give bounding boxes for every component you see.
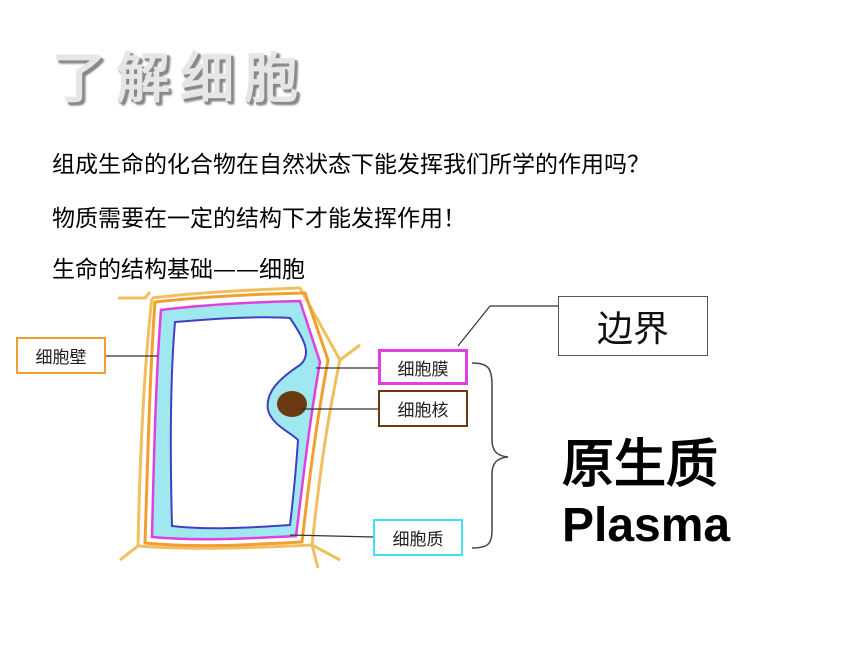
label-boundary: 边界 (558, 296, 708, 356)
page-title: 了解细胞 (52, 47, 308, 110)
outer-wall-lines (118, 286, 361, 569)
cell-wall-shape (143, 291, 330, 548)
label-plasma: Plasma (562, 499, 731, 552)
label-cell-wall: 细胞壁 (16, 337, 106, 374)
text-line-3: 生命的结构基础——细胞 (52, 257, 305, 283)
text-line-1: 组成生命的化合物在自然状态下能发挥我们所学的作用吗？ (52, 152, 650, 178)
label-protoplasm: 原生质 (562, 434, 719, 495)
curly-brace (471, 362, 509, 549)
nucleus-shape (277, 391, 307, 417)
vacuole-shape (169, 316, 308, 530)
leader-lines (106, 305, 558, 538)
label-cell-membrane: 细胞膜 (378, 349, 468, 385)
label-cytoplasm: 细胞质 (373, 519, 463, 556)
label-nucleus: 细胞核 (378, 390, 468, 427)
text-line-2: 物质需要在一定的结构下才能发挥作用！ (52, 206, 466, 232)
